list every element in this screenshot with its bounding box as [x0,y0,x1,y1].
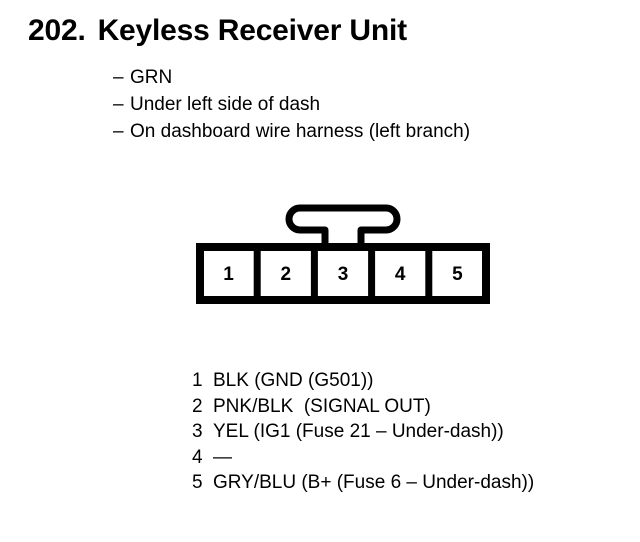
bullet-dash-icon: – [113,67,124,88]
list-item: – GRN [113,64,470,91]
page-title: 202. Keyless Receiver Unit [28,14,407,48]
list-item-label: On dashboard wire harness (left branch) [130,121,471,142]
pin-legend-number: 4 [192,446,203,468]
pin-legend: 1 BLK (GND (G501)) 2 PNK/BLK (SIGNAL OUT… [192,368,534,496]
connector-locking-tab-icon [285,204,401,252]
connector-pin-number: 1 [223,264,234,285]
pin-legend-description: BLK (GND (G501)) [213,370,374,391]
connector-diagram: 1 2 3 4 5 [190,198,496,308]
list-item: – On dashboard wire harness (left branch… [113,118,470,145]
list-item-label: Under left side of dash [130,94,321,115]
page-title-number: 202. [28,14,86,47]
pin-legend-description: — [213,446,232,468]
list-item-label: GRN [130,67,173,88]
pin-legend-row: 1 BLK (GND (G501)) [192,368,534,394]
pin-legend-row: 4 — [192,445,534,471]
pin-legend-number: 5 [192,472,203,493]
page-title-text: Keyless Receiver Unit [97,14,408,47]
pin-legend-row: 3 YEL (IG1 (Fuse 21 – Under-dash)) [192,419,534,445]
pin-legend-description: GRY/BLU (B+ (Fuse 6 – Under-dash)) [213,472,535,493]
pin-legend-row: 5 GRY/BLU (B+ (Fuse 6 – Under-dash)) [192,470,534,496]
pin-legend-description: PNK/BLK (SIGNAL OUT) [213,395,431,417]
pin-legend-number: 3 [192,421,203,442]
list-item: – Under left side of dash [113,91,470,118]
bullet-dash-icon: – [113,121,124,142]
connector-pin-number: 2 [281,264,292,285]
detail-list: – GRN – Under left side of dash – On das… [113,64,470,145]
connector-housing [196,243,490,304]
connector-cavity-dividers [253,247,433,300]
pin-legend-row: 2 PNK/BLK (SIGNAL OUT) [192,394,534,420]
pin-legend-number: 1 [192,370,203,391]
pin-legend-description: YEL (IG1 (Fuse 21 – Under-dash)) [213,421,504,442]
pin-legend-number: 2 [192,395,203,417]
connector-pin-number: 3 [338,264,349,285]
bullet-dash-icon: – [113,94,124,115]
connector-pin-number: 4 [395,264,406,285]
connector-pin-number: 5 [452,264,463,285]
